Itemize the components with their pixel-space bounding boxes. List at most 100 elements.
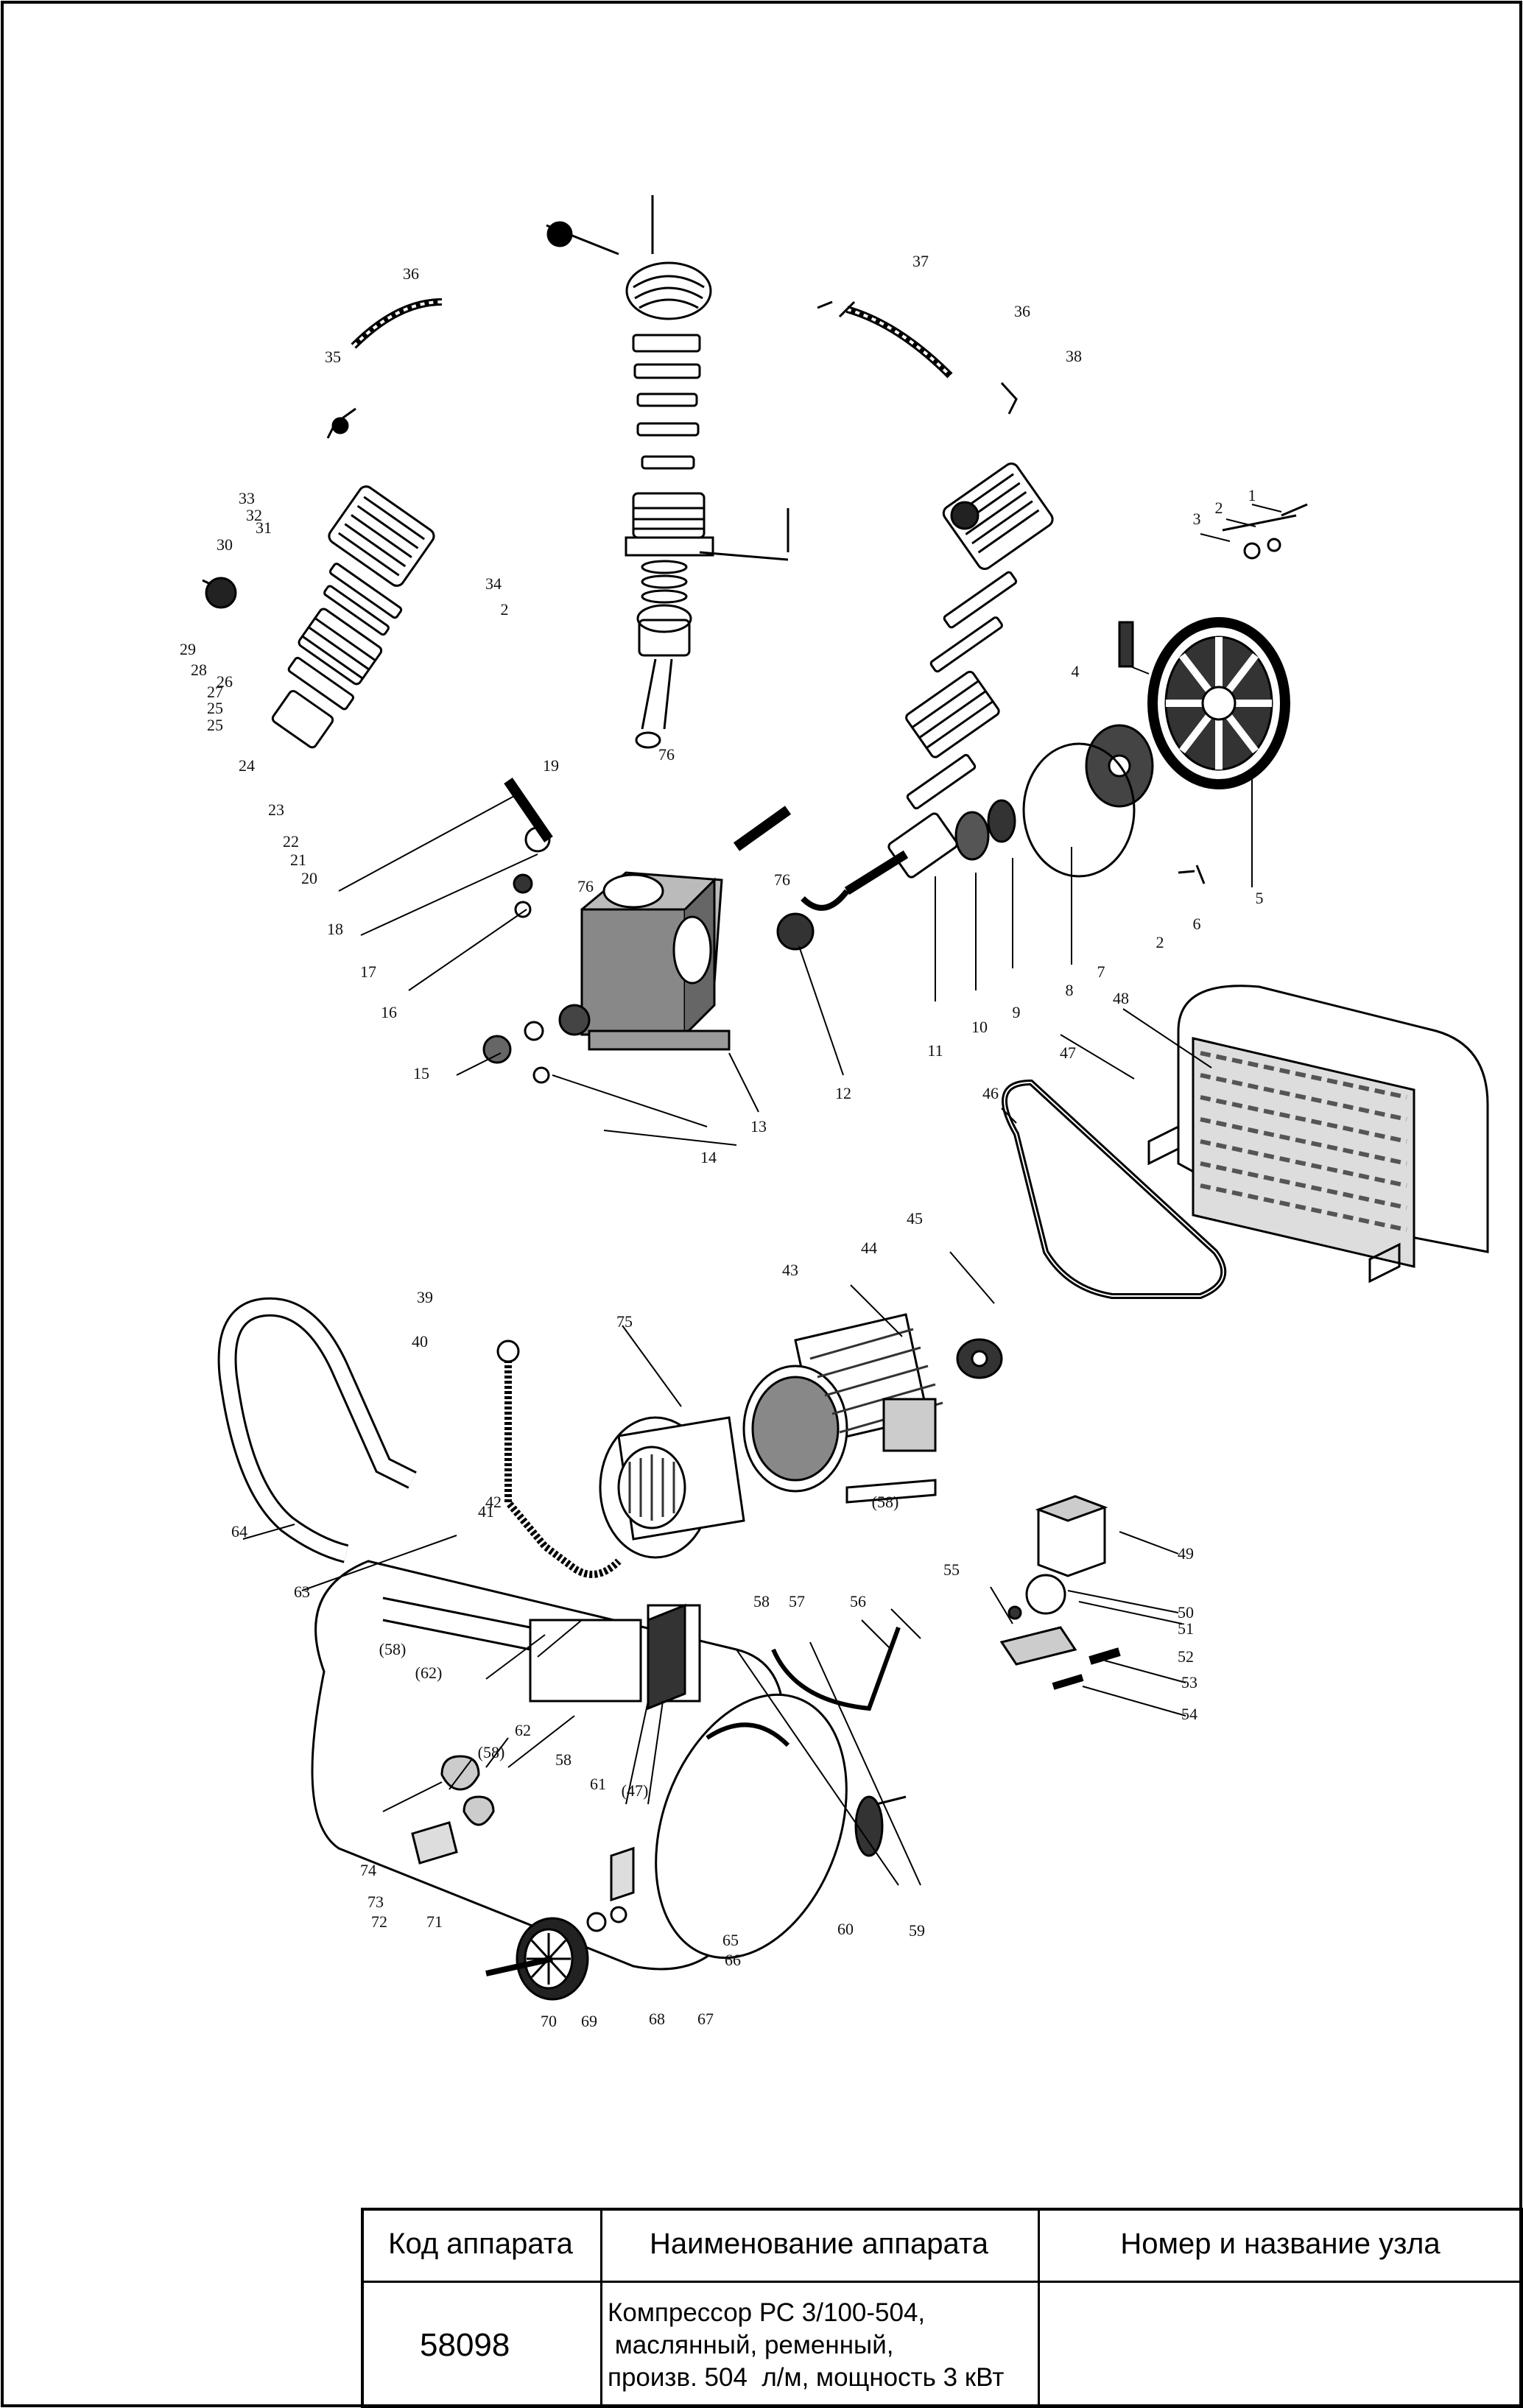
header-name: Наименование аппарата xyxy=(650,2228,988,2260)
part-number-label: 40 xyxy=(412,1332,428,1351)
title-block-col-divider-1 xyxy=(600,2208,602,2408)
part-number-label: 73 xyxy=(367,1893,384,1911)
part-number-label: 68 xyxy=(649,2010,665,2028)
part-number-label: 50 xyxy=(1178,1603,1194,1622)
part-number-label: 17 xyxy=(360,962,376,981)
part-number-label: (58) xyxy=(871,1493,899,1511)
part-number-label: 49 xyxy=(1178,1544,1194,1563)
part-number-label: 30 xyxy=(217,535,233,554)
part-number-label: 71 xyxy=(426,1912,443,1931)
part-number-label: 13 xyxy=(750,1117,767,1136)
part-number-label: 74 xyxy=(360,1861,376,1879)
part-number-label: 61 xyxy=(590,1775,606,1793)
part-number-label: 7 xyxy=(1097,962,1105,981)
part-number-label: 16 xyxy=(381,1003,397,1021)
part-number-label: 25 xyxy=(207,716,223,734)
part-number-label: 33 xyxy=(239,489,255,507)
part-number-label: 2 xyxy=(1214,499,1223,517)
part-number-label: 31 xyxy=(256,518,272,537)
part-number-label: 29 xyxy=(180,640,196,658)
belt-guard xyxy=(1147,985,1489,1284)
part-number-label: 67 xyxy=(697,2010,714,2028)
part-number-label: 21 xyxy=(290,851,306,869)
node-name xyxy=(1038,2283,1523,2408)
part-number-label: 59 xyxy=(909,1921,925,1940)
part-number-label: 76 xyxy=(658,745,675,764)
part-number-label: 62 xyxy=(515,1721,531,1739)
part-number-label: 25 xyxy=(207,699,223,717)
part-number-label: 9 xyxy=(1012,1003,1021,1021)
part-number-label: 4 xyxy=(1071,662,1080,680)
part-number-label: 6 xyxy=(1192,915,1201,933)
part-number-label: 14 xyxy=(700,1148,717,1166)
part-number-label: 3 xyxy=(1192,510,1201,528)
description-line-1: Компрессор РС 3/100-504, xyxy=(608,2298,926,2327)
title-block xyxy=(361,2208,1523,2408)
description-line-3: произв. 504 л/м, мощность 3 кВт xyxy=(608,2363,1005,2392)
part-number-label: 48 xyxy=(1113,989,1129,1007)
part-number-label: 27 xyxy=(207,683,223,701)
part-number-label: 64 xyxy=(231,1522,247,1541)
header-node: Номер и название узла xyxy=(1120,2228,1441,2260)
part-number-label: 58 xyxy=(753,1592,770,1610)
part-number-label: 18 xyxy=(327,920,343,938)
part-number-label: 53 xyxy=(1181,1673,1197,1691)
part-number-label: 76 xyxy=(774,870,790,889)
part-number-label: (58) xyxy=(379,1640,407,1658)
part-number-label: (58) xyxy=(477,1743,505,1761)
description-line-2: маслянный, ременный, xyxy=(608,2331,894,2359)
part-number-label: 56 xyxy=(850,1592,866,1610)
part-number-label: 35 xyxy=(325,348,341,366)
left-cylinder xyxy=(202,298,553,853)
part-number-label: 24 xyxy=(239,756,255,775)
part-number-label: 12 xyxy=(835,1084,851,1102)
part-number-label: 70 xyxy=(541,2012,557,2030)
part-number-label: 41 xyxy=(478,1502,494,1521)
part-number-label: 37 xyxy=(912,252,929,270)
part-number-label: 15 xyxy=(413,1064,429,1082)
part-number-label: 69 xyxy=(581,2012,597,2030)
leader-lines xyxy=(242,504,1282,1886)
part-number-label: 76 xyxy=(577,877,594,895)
part-number-label: 38 xyxy=(1066,347,1082,365)
part-number-label: 55 xyxy=(943,1560,960,1579)
apparatus-code: 58098 xyxy=(420,2327,510,2363)
discharge-pipe xyxy=(504,1355,622,1578)
center-cylinder-head xyxy=(546,195,789,749)
part-number-label: 39 xyxy=(417,1288,433,1306)
part-number-label: 43 xyxy=(782,1261,798,1279)
part-number-label: 11 xyxy=(927,1041,943,1060)
part-number-label: 34 xyxy=(485,574,502,593)
part-number-label: 46 xyxy=(982,1084,999,1102)
pressure-switch-assembly xyxy=(999,1495,1121,1690)
part-number-label: 28 xyxy=(191,661,207,679)
part-number-label: 32 xyxy=(246,506,262,524)
part-number-label: (62) xyxy=(415,1664,443,1682)
apparatus-description: Компрессор РС 3/100-504, маслянный, реме… xyxy=(600,2283,1038,2408)
part-number-label: 20 xyxy=(301,869,317,887)
air-tank xyxy=(311,1560,907,1971)
header-code: Код аппарата xyxy=(388,2228,573,2260)
flywheel-group xyxy=(776,503,1308,951)
part-number-label: 22 xyxy=(283,832,299,851)
part-number-label: 44 xyxy=(861,1239,877,1257)
part-number-label: 52 xyxy=(1178,1647,1194,1666)
right-cylinder xyxy=(733,300,1054,879)
part-number-label: 51 xyxy=(1178,1619,1194,1638)
part-number-label: 75 xyxy=(616,1312,633,1331)
part-number-label: 54 xyxy=(1181,1705,1197,1723)
electric-motor xyxy=(599,1313,1003,1559)
title-block-divider xyxy=(361,2281,1523,2283)
part-number-label: 63 xyxy=(294,1583,310,1601)
part-number-label: 5 xyxy=(1255,889,1264,907)
part-number-label: 26 xyxy=(217,672,233,691)
part-number-label: 42 xyxy=(485,1493,502,1511)
part-number-label: 58 xyxy=(555,1750,571,1769)
part-number-label: 72 xyxy=(371,1912,387,1931)
part-number-label: 66 xyxy=(725,1951,741,1969)
part-number-label: 60 xyxy=(837,1920,854,1938)
wheel xyxy=(485,1906,627,2001)
part-number-label: 57 xyxy=(789,1592,805,1610)
part-number-label: 1 xyxy=(1248,486,1256,504)
